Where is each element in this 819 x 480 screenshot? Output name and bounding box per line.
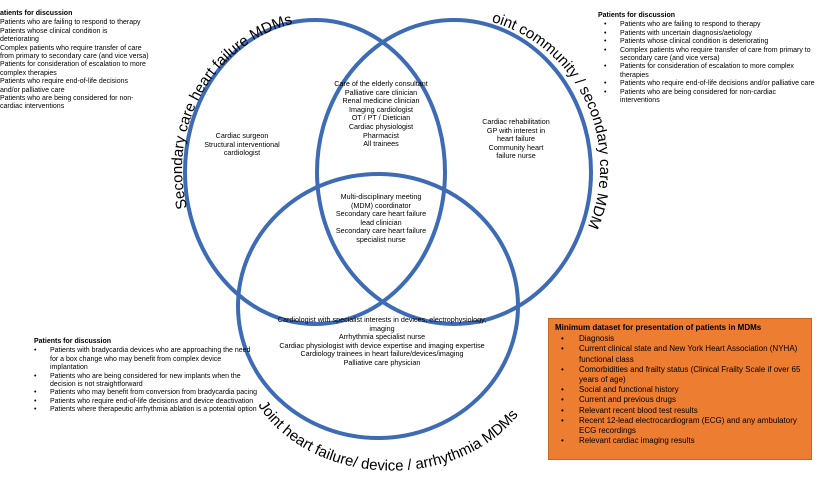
- region-top-line: Renal medicine clinician: [342, 96, 420, 106]
- region-center-line: Secondary care heart failure: [335, 226, 427, 236]
- region-bottom-line: Cardiac physiologist with device experti…: [279, 340, 485, 350]
- dataset-item: Comorbidities and frailty status (Clinic…: [555, 365, 805, 385]
- patients-box-top-right: Patients for discussion Patients who are…: [598, 12, 816, 105]
- dataset-item: Social and functional history: [555, 385, 805, 395]
- patients-item: Patients who are being considered for no…: [598, 89, 816, 106]
- patients-item: Patients who require end-of-life decisio…: [28, 398, 260, 407]
- region-top-line: Care of the elderly consultant: [334, 79, 428, 88]
- region-top-line: Cardiac physiologist: [348, 121, 414, 131]
- region-bottom-line: Arrhythmia specialist nurse: [338, 332, 426, 342]
- region-right-line: Community heart: [488, 142, 544, 152]
- region-top-line: Palliative care clinician: [344, 87, 418, 97]
- region-center-line: (MDM) coordinator: [351, 200, 411, 210]
- minimum-dataset-box: Minimum dataset for presentation of pati…: [548, 318, 812, 460]
- patients-item: Patients who are failing to respond to t…: [0, 19, 141, 27]
- patients-item: Patients who are being considered for ne…: [28, 373, 260, 390]
- dataset-item: Recent 12-lead electrocardiogram (ECG) a…: [555, 416, 805, 436]
- patients-item: Patients who may benefit from conversion…: [28, 389, 260, 398]
- region-bottom-line: imaging: [369, 323, 395, 333]
- region-bottom-only: Cardiologist with specialist interests i…: [252, 315, 512, 368]
- patients-item: Patients where therapeutic arrhythmia ab…: [28, 406, 260, 415]
- region-top-overlap: Care of the elderly consultant Palliativ…: [310, 79, 452, 149]
- patients-item: Patients who are failing to respond to t…: [598, 21, 816, 30]
- patients-box-bottom-left: Patients for discussion Patients with br…: [28, 338, 260, 415]
- region-right-line: heart failure: [497, 134, 535, 144]
- patients-item: Patients who require end-of-life decisio…: [598, 80, 816, 89]
- circle-joint-device: [236, 172, 520, 440]
- minimum-dataset-title: Minimum dataset for presentation of pati…: [555, 323, 762, 332]
- region-left-line: Structural interventional: [204, 139, 280, 149]
- patients-box-title: Patients for discussion: [598, 12, 676, 19]
- region-center-line: Multi-disciplinary meeting: [340, 192, 422, 201]
- patients-item: Patients for consideration of escalation…: [0, 61, 146, 69]
- region-bottom-line: Palliative care physician: [343, 357, 421, 367]
- region-right-line: Cardiac rehabilitation: [482, 117, 550, 126]
- region-right-line: GP with interest in: [486, 125, 546, 135]
- dataset-item: Current clinical state and New York Hear…: [555, 344, 805, 364]
- patients-item: Patients for consideration of escalation…: [598, 63, 816, 80]
- region-right-line: failure nurse: [496, 151, 536, 161]
- circle-label-secondary-care: Secondary care heart failure MDMs: [169, 11, 294, 211]
- dataset-item: Relevant cardiac imaging results: [555, 436, 805, 446]
- patients-item: Patients with uncertain diagnosis/aetiol…: [598, 30, 816, 39]
- patients-box-top-left: atients for discussion Patients who are …: [0, 10, 172, 112]
- dataset-item: Relevant recent blood test results: [555, 406, 805, 416]
- patients-item: deteriorating: [0, 36, 39, 44]
- patients-box-title: Patients for discussion: [34, 338, 112, 345]
- patients-item: and/or palliative care: [0, 86, 65, 94]
- region-center-line: lead clinician: [360, 217, 402, 227]
- patients-item: from primary to secondary care (and vice…: [0, 53, 149, 61]
- region-bottom-line: Cardiology trainees in heart failure/dev…: [300, 349, 464, 359]
- region-top-line: OT / PT / Dietician: [351, 113, 411, 123]
- patients-item: Complex patients who require transfer of…: [0, 44, 142, 52]
- patients-item: Patients whose clinical condition is det…: [598, 38, 816, 47]
- patients-item: Patients with bradycardia devices who ar…: [28, 347, 260, 372]
- region-top-line: Pharmacist: [363, 130, 399, 140]
- dataset-item: Current and previous drugs: [555, 395, 805, 405]
- dataset-item: Diagnosis: [555, 334, 805, 344]
- patients-item: Patients whose clinical condition is: [0, 27, 108, 35]
- region-right-only: Cardiac rehabilitation GP with interest …: [468, 117, 564, 161]
- patients-item: complex therapies: [0, 69, 57, 77]
- region-center-line: Secondary care heart failure: [335, 209, 427, 219]
- region-left-line: cardiologist: [223, 148, 261, 158]
- region-top-line: All trainees: [363, 139, 399, 149]
- region-left-line: Cardiac surgeon: [215, 131, 269, 140]
- patients-item: cardiac interventions: [0, 103, 65, 111]
- region-center: Multi-disciplinary meeting (MDM) coordin…: [318, 192, 444, 245]
- region-left-only: Cardiac surgeon Structural interventiona…: [190, 131, 294, 158]
- circle-joint-community: [315, 18, 593, 326]
- patients-item: Complex patients who require transfer of…: [598, 47, 816, 64]
- circle-secondary-care: [183, 18, 447, 326]
- region-top-line: Imaging cardiologist: [349, 104, 413, 114]
- patients-item: Patients who require end-of-life decisio…: [0, 78, 129, 86]
- patients-item: Patients who are being considered for no…: [0, 95, 134, 103]
- patients-box-title: atients for discussion: [0, 10, 73, 17]
- region-center-line: specialist nurse: [356, 234, 406, 244]
- region-bottom-line: Cardiologist with specialist interests i…: [277, 315, 487, 324]
